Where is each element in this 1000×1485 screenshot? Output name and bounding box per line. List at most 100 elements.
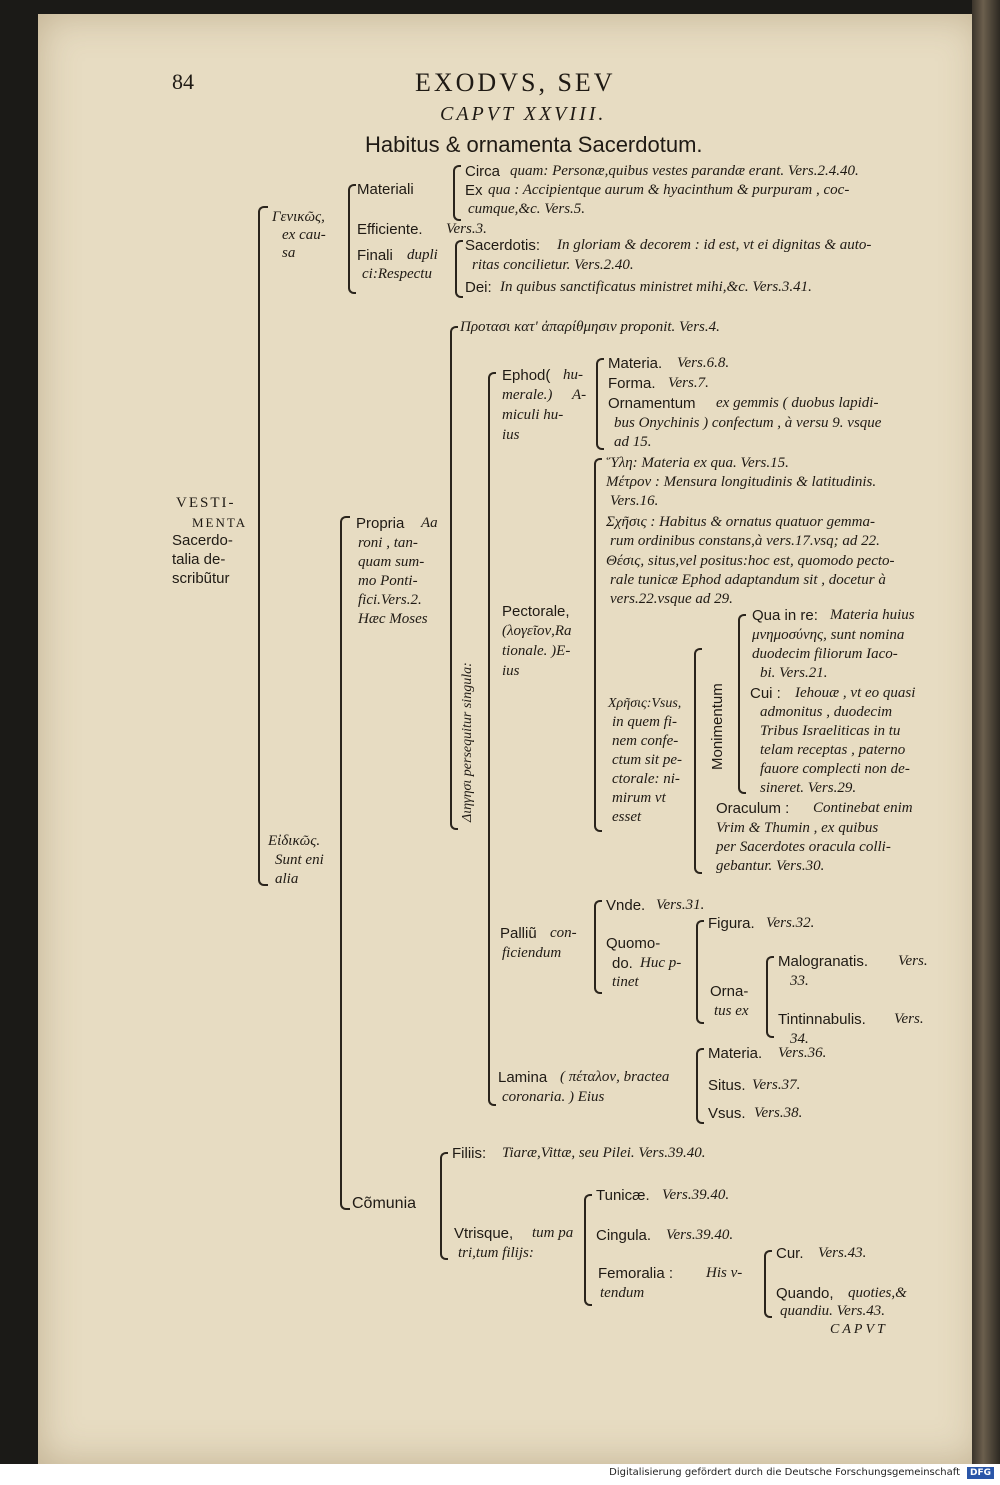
cui-text-2: admonitus , duodecim: [760, 704, 893, 720]
ephod-materia-vers: Vers.6.8.: [677, 355, 730, 371]
pectorale-label: Pectorale,: [502, 603, 570, 620]
malogranatis-label: Malogranatis.: [778, 953, 869, 970]
chresis-l5: ctorale: ni-: [612, 771, 680, 787]
tunicae-vers: Vers.39.40.: [662, 1187, 730, 1203]
monimentum-vertical: Monimentum: [709, 683, 726, 770]
ephod-bracket: [596, 358, 604, 450]
propria-l3: quam sum-: [358, 554, 425, 570]
digitization-footer: Digitalisierung gefördert durch die Deut…: [0, 1464, 1000, 1485]
quomodo-bracket: [696, 920, 704, 1024]
thesis-text-2: rale tunicæ Ephod adaptandum sit , docet…: [610, 572, 886, 588]
root-bracket: [258, 206, 268, 886]
finali-bracket: [455, 240, 463, 298]
pallium-label-b: con-: [550, 925, 577, 941]
communia-bracket: [440, 1152, 448, 1260]
qua-text-2: μνημοσύνης, sunt nomina: [752, 627, 905, 643]
femoralia-label: Femoralia :: [598, 1265, 674, 1282]
chresis-l1: Χρῆσις:Vsus,: [608, 696, 682, 711]
ephod-ornamentum-d: ad 15.: [614, 434, 652, 450]
materiali-bracket: [453, 165, 461, 221]
filiis-label: Filiis:: [452, 1145, 487, 1162]
chapter-heading: CAPVT XXVIII.: [440, 103, 607, 125]
running-title: EXODVS, SEV: [415, 68, 616, 97]
lamina-label-b: ( πέταλον, bractea: [560, 1069, 670, 1085]
ornatus-label: Orna-: [710, 983, 749, 1000]
vtrisque-label: Vtrisque,: [454, 1225, 514, 1242]
exqua-text: qua : Accipientque aurum & hyacinthum & …: [488, 182, 850, 198]
femoralia-bracket: [764, 1250, 772, 1318]
root-l5: scribũtur: [172, 570, 230, 587]
lamina-materia-vers: Vers.36.: [778, 1045, 827, 1061]
pallium-l2: ficiendum: [502, 945, 562, 961]
finali-label-3: ci:Respectu: [362, 266, 432, 282]
footer-text: Digitalisierung gefördert durch die Deut…: [609, 1467, 960, 1478]
ephod-l3: miculi hu-: [502, 407, 564, 423]
ephod-l2: merale.): [502, 387, 553, 403]
metron-text-2: Vers.16.: [610, 493, 659, 509]
root-l4: talia de-: [172, 551, 226, 568]
cui-text-5: fauore complecti non de-: [760, 761, 910, 777]
ephod-ornamentum: Ornamentum: [608, 395, 696, 412]
cui-text-3: Tribus Israeliticas in tu: [760, 723, 901, 739]
oraculum-text: Continebat enim: [813, 800, 913, 816]
quando-text: quoties,&: [848, 1285, 907, 1301]
circa-text: quam: Personæ,quibus vestes parandæ eran…: [510, 163, 859, 179]
cingula-label: Cingula.: [596, 1227, 652, 1244]
lamina-bracket: [696, 1048, 704, 1124]
tunicae-label: Tunicæ.: [596, 1187, 650, 1204]
page-number: 84: [172, 69, 194, 94]
thesis-text-3: vers.22.vsque ad 29.: [610, 591, 733, 607]
pallium-label: Palliũ: [500, 925, 537, 942]
figura-vers: Vers.32.: [766, 915, 815, 931]
lamina-situs-vers: Vers.37.: [752, 1077, 801, 1093]
vnde-vers: Vers.31.: [656, 897, 705, 913]
finali-label-2: dupli: [407, 247, 438, 263]
quando-label: Quando,: [776, 1285, 834, 1302]
hyle-text: Ὕλη: Materia ex qua. Vers.15.: [606, 455, 789, 471]
cui-text-4: telam receptas , paterno: [760, 742, 906, 758]
genikos-bracket: [348, 184, 356, 294]
vtrisque-text: tum pa: [532, 1225, 574, 1241]
diegesis-bracket: [488, 372, 496, 1106]
genikos-l1: Γενικῶς,: [272, 209, 325, 225]
root-l1: VESTI-: [176, 495, 236, 511]
genikos-l2: ex cau-: [282, 227, 326, 243]
protasis-text: Προτασι κατ' ἀπαρίθμησιν proponit. Vers.…: [460, 319, 720, 335]
chresis-l7: esset: [612, 809, 642, 825]
chresis-l3: nem confe-: [612, 733, 679, 749]
quando-text-2: quandiu. Vers.43.: [780, 1303, 885, 1319]
schema-text: Σχῆσις : Habitus & ornatus quatuor gemma…: [606, 514, 875, 530]
pectorale-l4: ius: [502, 663, 520, 679]
chresis-l2: in quem fi-: [612, 714, 677, 730]
sacerdotis-label: Sacerdotis:: [465, 237, 541, 254]
chresis-l4: ctum sit pe-: [612, 752, 682, 768]
catchword: CAPVT: [830, 1322, 888, 1337]
sacerdotis-text: In gloriam & decorem : id est, vt ei dig…: [557, 237, 872, 253]
lamina-materia: Materia.: [708, 1045, 763, 1062]
thesis-text: Θέσις, situs,vel positus:hoc est, quomod…: [606, 553, 895, 569]
qua-label: Qua in re:: [752, 607, 818, 624]
genikos-l3: sa: [282, 245, 296, 261]
lamina-vsus-vers: Vers.38.: [754, 1105, 803, 1121]
qua-text-4: bi. Vers.21.: [760, 665, 828, 681]
qua-text: Materia huius: [830, 607, 915, 623]
dei-text: In quibus sanctificatus ministret mihi,&…: [500, 279, 812, 295]
cui-label: Cui :: [750, 685, 781, 702]
cur-vers: Vers.43.: [818, 1245, 867, 1261]
oraculum-text-2: Vrim & Thumin , ex quibus: [716, 820, 879, 836]
eidikos-l1: Εἰδικῶς.: [268, 833, 321, 849]
quomodo-label-4: tinet: [612, 974, 639, 990]
diegesis-vertical: Διηγησι persequitur singula:: [460, 662, 475, 822]
ephod-forma-vers: Vers.7.: [668, 375, 709, 391]
quomodo-label: Quomo-: [606, 935, 661, 952]
propria-label: Propria: [356, 515, 405, 532]
ephod-label: Ephod(: [502, 367, 551, 384]
vnde-label: Vnde.: [606, 897, 646, 914]
schema-text-2: rum ordinibus constans,à vers.17.vsq; ad…: [610, 533, 880, 549]
page-subtitle: Habitus & ornamenta Sacerdotum.: [365, 132, 703, 157]
monimentum-bracket: [738, 614, 746, 794]
femoralia-text-2: tendum: [600, 1285, 645, 1301]
ephod-l2b: A-: [572, 387, 587, 403]
efficiente-label: Efficiente.: [357, 221, 423, 238]
tintinnabulis-vers: Vers.: [894, 1011, 924, 1027]
